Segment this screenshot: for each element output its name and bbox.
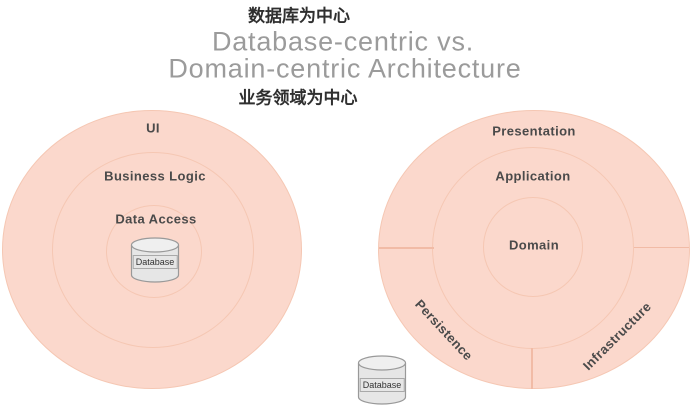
right-ring-label-presentation: Presentation: [492, 123, 576, 139]
left-ring-label-ui: UI: [146, 120, 160, 136]
sector-divider-bottom: [531, 348, 533, 389]
right-inner-ring: [483, 197, 583, 297]
external-database-cylinder-icon: [357, 355, 407, 405]
left-ring-label-data-access: Data Access: [115, 211, 197, 227]
right-ring-label-application: Application: [495, 168, 571, 184]
database-cylinder-icon: [130, 237, 180, 283]
label-database-centric-zh: 数据库为中心: [248, 6, 350, 26]
label-domain-centric-zh: 业务领域为中心: [238, 88, 358, 108]
title-line1: Database-centric vs.: [211, 26, 475, 57]
sector-divider-left: [379, 247, 434, 249]
sector-divider-right: [634, 246, 689, 248]
left-database-label: Database: [132, 255, 178, 269]
left-ring-label-business-logic: Business Logic: [104, 168, 206, 184]
title-line2: Domain-centric Architecture: [168, 53, 522, 84]
right-database-label: Database: [359, 378, 405, 392]
right-ring-label-domain: Domain: [508, 237, 560, 253]
